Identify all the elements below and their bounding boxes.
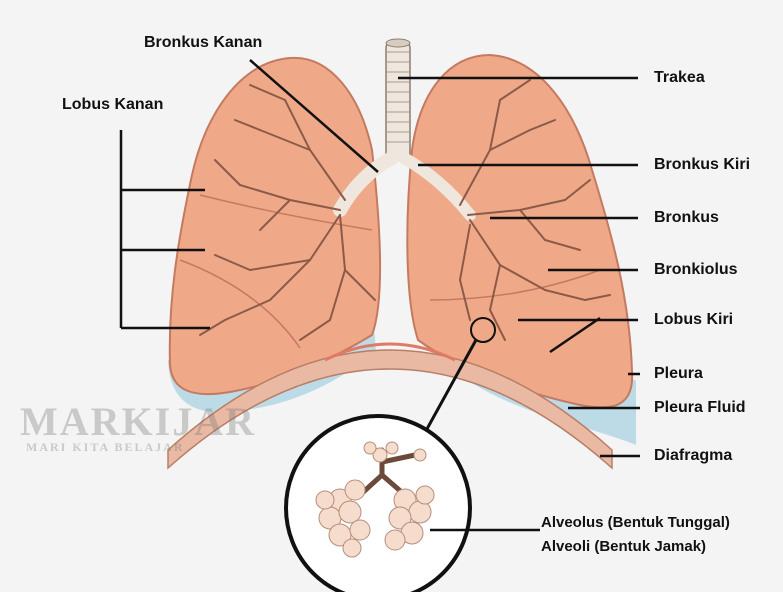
label-bronkiolus: Bronkiolus bbox=[654, 261, 738, 279]
label-pleura-fluid: Pleura Fluid bbox=[654, 399, 746, 417]
watermark-title: MARKIJAR bbox=[20, 398, 256, 445]
label-alveoli: Alveoli (Bentuk Jamak) bbox=[541, 538, 706, 555]
label-lobus-kiri: Lobus Kiri bbox=[654, 311, 733, 329]
label-bronkus-kiri: Bronkus Kiri bbox=[654, 156, 750, 174]
label-alveolus: Alveolus (Bentuk Tunggal) bbox=[541, 514, 730, 531]
label-trakea: Trakea bbox=[654, 69, 705, 87]
label-diafragma: Diafragma bbox=[654, 447, 732, 465]
label-lobus-kanan: Lobus Kanan bbox=[62, 96, 163, 114]
alveoli-zoom-circle bbox=[286, 416, 470, 592]
watermark-subtitle: MARI KITA BELAJAR bbox=[26, 440, 184, 455]
label-bronkus: Bronkus bbox=[654, 209, 719, 227]
label-pleura: Pleura bbox=[654, 365, 703, 383]
label-bronkus-kanan: Bronkus Kanan bbox=[144, 34, 262, 52]
trachea-top bbox=[386, 39, 410, 47]
